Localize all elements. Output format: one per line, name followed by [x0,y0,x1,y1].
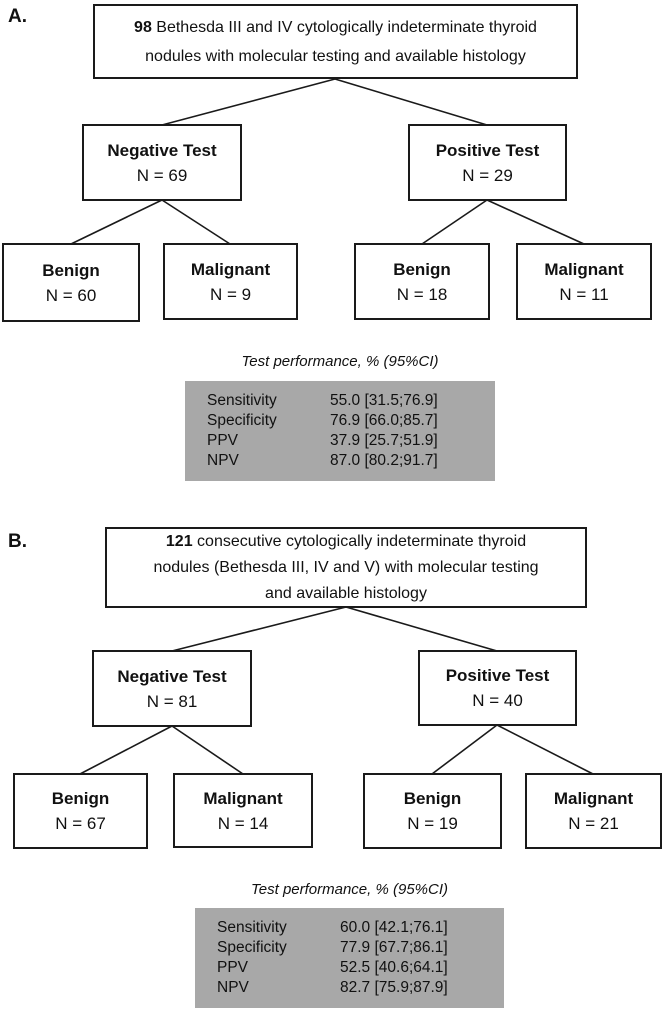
table-row: Sensitivity 60.0 [42.1;76.1] [217,918,504,938]
node-b-negative-malignant: Malignant N = 14 [173,773,313,848]
metric-label: NPV [217,979,249,996]
node-b-negative-test: Negative Test N = 81 [92,650,252,727]
node-count: N = 69 [136,165,188,185]
node-title: Benign [403,789,462,808]
node-count: N = 21 [568,814,619,833]
node-count: N = 67 [55,814,106,833]
root-b-line1: consecutive cytologically indeterminate … [192,532,527,550]
table-row: PPV 52.5 [40.6;64.1] [217,958,504,978]
performance-table-title-b: Test performance, % (95%CI) [250,881,449,898]
table-row: PPV 37.9 [25.7;51.9] [207,431,495,451]
node-count: N = 9 [209,284,252,304]
performance-table-b: Sensitivity 60.0 [42.1;76.1] Specificity… [195,908,504,1008]
table-row: Sensitivity 55.0 [31.5;76.9] [207,391,495,411]
node-a-negative-benign: Benign N = 60 [2,243,140,322]
node-b-negative-benign: Benign N = 67 [13,773,148,849]
node-title: Benign [51,789,110,808]
node-count: N = 81 [146,691,198,711]
node-b-positive-test: Positive Test N = 40 [418,650,577,726]
metric-value: 60.0 [42.1;76.1] [340,919,448,936]
node-a-negative-test: Negative Test N = 69 [82,124,242,201]
node-count: N = 14 [217,813,269,833]
node-title: Benign [42,260,100,280]
metric-value: 76.9 [66.0;85.7] [330,412,438,429]
node-b-positive-malignant: Malignant N = 21 [525,773,662,849]
table-row: Specificity 76.9 [66.0;85.7] [207,411,495,431]
table-row: NPV 82.7 [75.9;87.9] [217,978,504,998]
metric-label: Specificity [207,412,277,429]
node-title: Malignant [203,788,283,808]
metric-label: PPV [207,432,239,449]
node-a-positive-test: Positive Test N = 29 [408,124,567,201]
metric-value: 82.7 [75.9;87.9] [340,979,448,996]
node-count: N = 11 [559,284,609,304]
metric-value: 55.0 [31.5;76.9] [330,392,438,409]
root-node-a: 98 Bethesda III and IV cytologically ind… [93,4,578,79]
performance-table-a: Sensitivity 55.0 [31.5;76.9] Specificity… [185,381,495,481]
node-title: Negative Test [117,666,227,686]
node-count: N = 40 [472,691,523,710]
metric-value: 37.9 [25.7;51.9] [330,432,438,449]
table-row: Specificity 77.9 [67.7;86.1] [217,938,504,958]
metric-label: Sensitivity [207,392,277,409]
root-a-line1: Bethesda III and IV cytologically indete… [151,18,537,36]
node-title: Malignant [544,259,624,279]
node-title: Positive Test [435,140,540,160]
node-count: N = 18 [396,284,448,304]
root-a-line2: nodules with molecular testing and avail… [145,47,526,65]
root-a-count: 98 [134,18,152,36]
node-count: N = 60 [45,285,97,305]
metric-value: 52.5 [40.6;64.1] [340,959,448,976]
node-title: Malignant [190,259,271,279]
node-b-positive-benign: Benign N = 19 [363,773,502,849]
metric-label: PPV [217,959,249,976]
panel-a-label: A. [8,6,27,27]
node-title: Benign [393,259,451,279]
metric-label: Sensitivity [217,919,287,936]
node-a-negative-malignant: Malignant N = 9 [163,243,298,320]
metric-value: 87.0 [80.2;91.7] [330,452,438,469]
panel-b-label: B. [8,531,27,552]
root-b-line3: and available histology [265,584,427,602]
metric-label: Specificity [217,939,287,956]
metric-value: 77.9 [67.7;86.1] [340,939,448,956]
node-title: Positive Test [445,666,550,685]
metric-label: NPV [207,452,239,469]
root-node-b: 121 consecutive cytologically indetermin… [105,527,587,608]
root-b-count: 121 [165,532,193,550]
performance-table-title-a: Test performance, % (95%CI) [241,353,439,370]
root-b-line2: nodules (Bethesda III, IV and V) with mo… [153,558,539,576]
node-title: Malignant [553,789,634,808]
node-title: Negative Test [107,140,217,160]
node-count: N = 29 [462,165,513,185]
node-a-positive-malignant: Malignant N = 11 [516,243,652,320]
node-a-positive-benign: Benign N = 18 [354,243,490,320]
node-count: N = 19 [407,814,458,833]
table-row: NPV 87.0 [80.2;91.7] [207,451,495,471]
